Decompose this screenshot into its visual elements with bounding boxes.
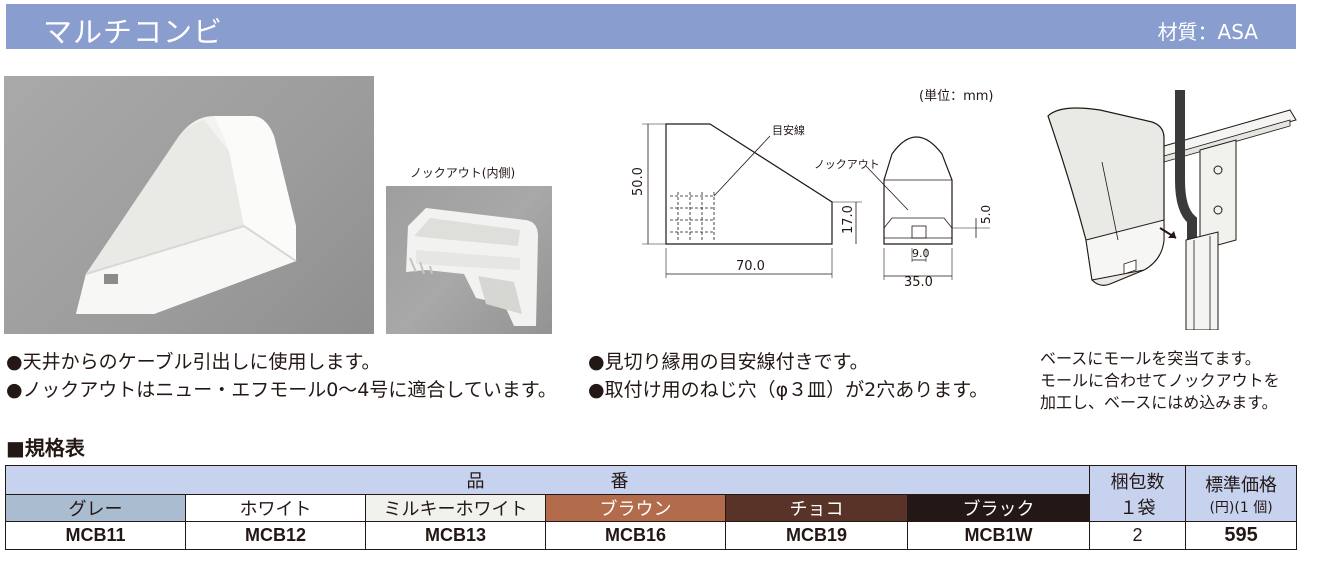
feature-3: ●見切り縁用の目安線付きです。 [588, 351, 869, 373]
code-gray: MCB11 [5, 521, 186, 550]
color-milky-white: ミルキーホワイト [365, 494, 546, 522]
color-black: ブラック [906, 494, 1091, 522]
spec-header-row: 品 番 梱包数 １袋 標準価格 (円)(1 個) [4, 465, 1298, 522]
dim-notch-width: 9.0 [912, 247, 930, 260]
dim-length: 70.0 [736, 259, 765, 274]
spec-table: 品 番 梱包数 １袋 標準価格 (円)(1 個) グレー ホワイト ミルキーホワ… [4, 465, 1298, 550]
color-gray: グレー [5, 494, 186, 522]
knockout-photo [386, 186, 552, 334]
code-row: MCB11 MCB12 MCB13 MCB16 MCB19 MCB1W 2 59… [5, 521, 1298, 550]
guide-line-label: 目安線 [772, 123, 805, 137]
page-title: マルチコンビ [43, 15, 224, 49]
title-bar: マルチコンビ 材質：ASA [6, 4, 1296, 49]
color-choco: チョコ [725, 494, 908, 522]
dim-notch-height: 5.0 [979, 205, 993, 224]
product-photo [4, 76, 374, 334]
code-choco: MCB19 [725, 521, 908, 550]
code-milky-white: MCB13 [365, 521, 546, 550]
price-header: 標準価格 (円)(1 個) [1185, 465, 1298, 522]
unit-label: (単位：mm) [919, 89, 994, 104]
color-row: グレー ホワイト ミルキーホワイト ブラウン チョコ ブラック [5, 494, 1297, 522]
dim-width: 35.0 [904, 275, 933, 290]
feature-4: ●取付け用のねじ穴（φ３皿）が2穴あります。 [588, 379, 989, 401]
knockout-label: ノックアウト [814, 158, 880, 171]
code-black: MCB1W [906, 521, 1091, 550]
product-number-header: 品 番 [4, 465, 1091, 495]
dim-front-height: 17.0 [841, 205, 856, 234]
install-note-3: 加工し、ベースにはめ込みます。 [1040, 393, 1278, 412]
code-white: MCB12 [185, 521, 366, 550]
install-note-1: ベースにモールを突当てます。 [1040, 349, 1261, 368]
price-header-line2: (円)(1 個) [1209, 499, 1273, 516]
color-white: ホワイト [185, 494, 366, 522]
knockout-illustration [406, 208, 538, 326]
feature-1: ●天井からのケーブル引出しに使用します。 [6, 351, 381, 373]
dim-height: 50.0 [631, 167, 646, 196]
code-brown: MCB16 [545, 521, 726, 550]
installation-illustration [1047, 90, 1297, 330]
pack-count: 2 [1089, 521, 1187, 550]
pack-header-line2: １袋 [1119, 497, 1156, 519]
install-note-2: モールに合わせてノックアウトを [1040, 371, 1280, 390]
color-brown: ブラウン [545, 494, 726, 522]
price-header-line1: 標準価格 [1205, 474, 1278, 496]
feature-2: ●ノックアウトはニュー・エフモール0～4号に適合しています。 [6, 379, 557, 401]
knockout-photo-label: ノックアウト(内側) [410, 166, 516, 180]
dimension-drawing: 目安線 50.0 17.0 70.0 ノックアウト 5.0 9.0 35.0 [631, 123, 993, 290]
material-label: 材質：ASA [1157, 20, 1258, 44]
pack-header-line1: 梱包数 [1110, 471, 1165, 493]
product-illustration [76, 116, 297, 314]
spec-title: ■規格表 [6, 436, 85, 460]
standard-price: 595 [1185, 521, 1298, 550]
pack-header: 梱包数 １袋 [1089, 465, 1187, 522]
